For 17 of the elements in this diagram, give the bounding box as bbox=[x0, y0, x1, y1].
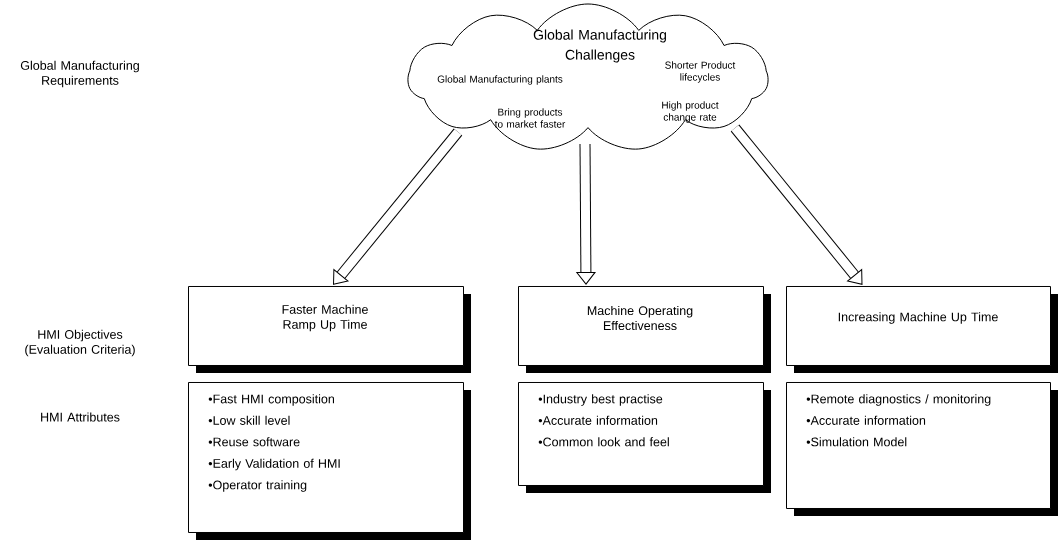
objective-box: Machine Operating Effectiveness bbox=[518, 286, 771, 373]
cloud-text: Global Manufacturing plants bbox=[437, 75, 563, 85]
block-arrow bbox=[576, 143, 596, 285]
cloud-text: Bring products to market faster bbox=[494, 108, 566, 128]
objective-box: Faster Machine Ramp Up Time bbox=[188, 286, 471, 373]
block-arrow bbox=[730, 124, 863, 285]
row-label: Global Manufacturing Requirements bbox=[20, 60, 139, 88]
objective-box: Increasing Machine Up Time bbox=[786, 286, 1058, 373]
attribute-box: •Fast HMI composition •Low skill level •Reuse software •Early Validation of HMI •Operator training bbox=[188, 382, 471, 540]
attribute-box: •Industry best practise •Accurate information •Common look and feel bbox=[518, 382, 771, 493]
cloud-text: High product change rate bbox=[662, 101, 719, 123]
cloud-text: Global Manufacturing Challenges bbox=[533, 29, 666, 63]
row-label: HMI Attributes bbox=[41, 412, 120, 422]
attribute-box: •Remote diagnostics / monitoring •Accurate information •Simulation Model bbox=[786, 382, 1058, 516]
block-arrow bbox=[333, 128, 463, 285]
cloud-text: Shorter Product lifecycles bbox=[665, 61, 736, 83]
row-label: HMI Objectives (Evaluation Criteria) bbox=[25, 329, 135, 357]
